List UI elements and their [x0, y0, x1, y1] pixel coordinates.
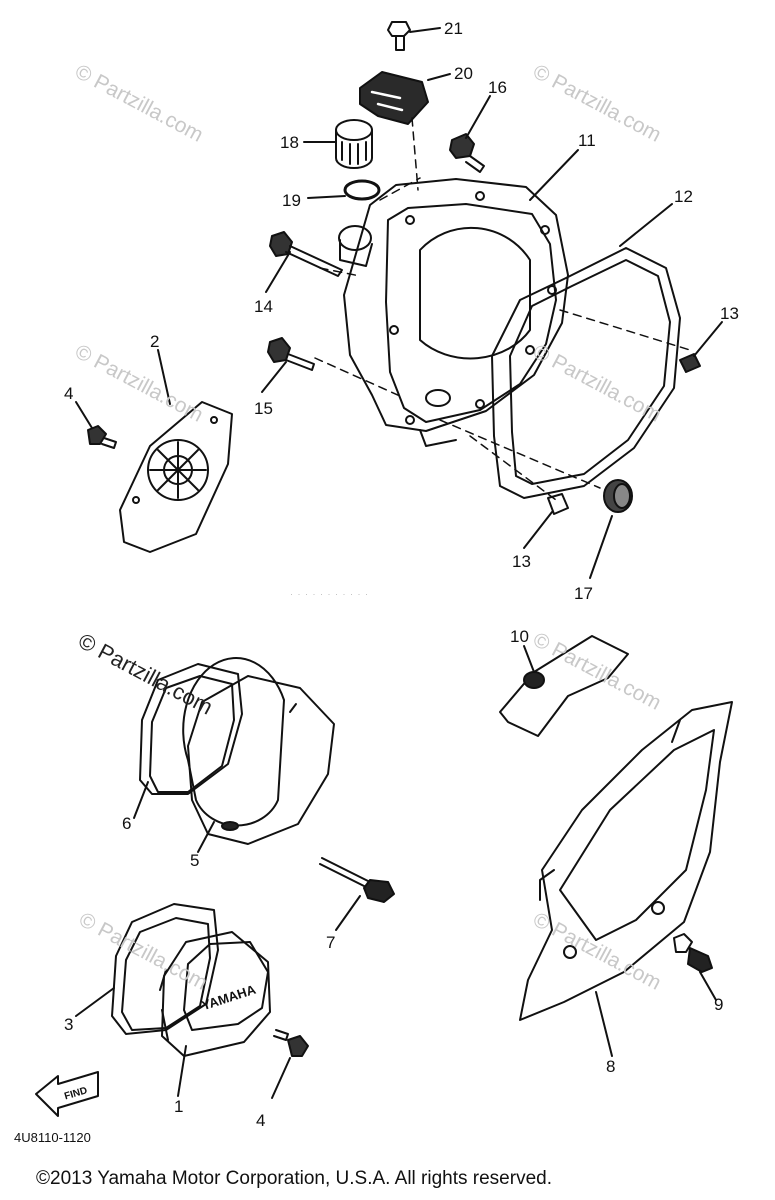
- find-arrow-icon: [35, 1071, 99, 1117]
- faint-note: · · · · · · · · · · ·: [290, 589, 369, 599]
- part-label: 10: [510, 627, 529, 646]
- leader-13b: [523, 511, 553, 549]
- leader-4a: [75, 401, 93, 429]
- leader-19: [307, 195, 346, 199]
- leader-2: [157, 349, 171, 405]
- leader-17: [589, 515, 613, 579]
- cover-plate-2: [119, 401, 233, 553]
- part-label: 19: [282, 191, 301, 210]
- part-label: 7: [326, 933, 336, 952]
- bolt-14: [269, 231, 343, 277]
- leader-11: [529, 149, 579, 201]
- bracket-20: [359, 71, 429, 125]
- leader-15: [261, 361, 287, 393]
- cover-5: [182, 657, 335, 845]
- leader-5: [197, 821, 215, 853]
- leader-8: [595, 991, 613, 1057]
- leader-12: [619, 203, 673, 247]
- gasket-12: [491, 247, 681, 499]
- part-label: 8: [606, 1057, 616, 1076]
- part-label: 6: [122, 814, 132, 833]
- plug-17: [603, 479, 633, 513]
- leader-6: [133, 781, 149, 819]
- o-ring-19: [343, 179, 381, 201]
- bolt-16: [449, 133, 485, 173]
- part-label: 9: [714, 995, 724, 1014]
- part-label: 13: [720, 304, 739, 323]
- side-cover-8: [519, 701, 733, 1021]
- bolt-7: [319, 857, 395, 903]
- leader-4b: [271, 1057, 291, 1099]
- part-label: 5: [190, 851, 200, 870]
- leader-7: [335, 895, 361, 931]
- leader-14: [265, 251, 291, 293]
- part-label: 13: [512, 552, 531, 571]
- leader-3: [75, 987, 115, 1017]
- part-label: 14: [254, 297, 273, 316]
- part-label: 21: [444, 19, 463, 38]
- part-label: 4: [64, 384, 74, 403]
- filler-cap-18: [335, 119, 373, 169]
- leader-21: [409, 27, 441, 33]
- leader-16: [465, 95, 491, 139]
- screw-4b: [273, 1029, 309, 1057]
- part-label: 18: [280, 133, 299, 152]
- part-label: 2: [150, 332, 160, 351]
- cover-brand-text: YAMAHA: [200, 981, 258, 1013]
- alignment-lines: [314, 117, 691, 501]
- part-label: 17: [574, 584, 593, 603]
- diagram-code: 4U8110-1120: [14, 1130, 91, 1145]
- leader-20: [427, 73, 451, 81]
- leader-1: [177, 1045, 187, 1097]
- part-label: 1: [174, 1097, 184, 1116]
- screw-4a: [87, 425, 117, 449]
- crankcase-cover-11: [338, 178, 569, 447]
- copyright-text: ©2013 Yamaha Motor Corporation, U.S.A. A…: [36, 1168, 552, 1189]
- part-label: 4: [256, 1111, 266, 1130]
- bolt-15: [267, 337, 315, 371]
- gasket-6: [139, 663, 243, 795]
- part-label: 20: [454, 64, 473, 83]
- leader-13a: [693, 321, 723, 357]
- part-label: 3: [64, 1015, 74, 1034]
- bolt-9: [673, 933, 713, 973]
- gasket-3: [111, 903, 219, 1035]
- bolt-21: [387, 21, 411, 51]
- dowel-pin-13b: [547, 493, 569, 515]
- leader-10: [523, 645, 535, 673]
- part-label: 16: [488, 78, 507, 97]
- part-label: 15: [254, 399, 273, 418]
- dowel-pin-13a: [679, 353, 701, 373]
- leader-9: [699, 971, 717, 1001]
- generator-cover-1: [159, 931, 271, 1057]
- part-label: 11: [578, 131, 596, 150]
- part-label: 12: [674, 187, 693, 206]
